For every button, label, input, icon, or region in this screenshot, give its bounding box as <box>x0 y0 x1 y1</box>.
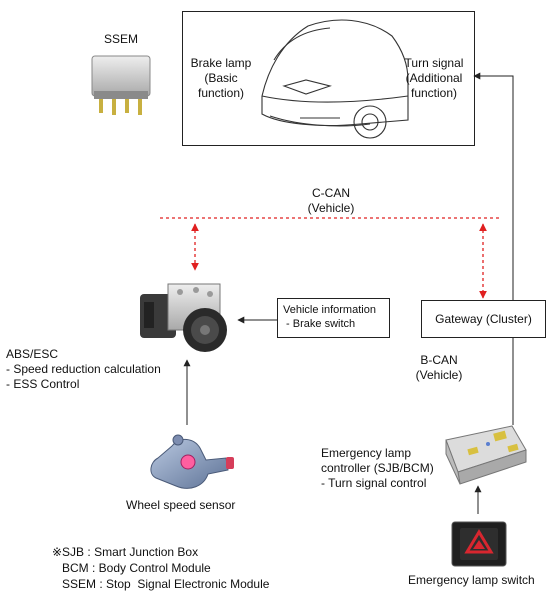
emergency-switch-label: Emergency lamp switch <box>408 573 535 587</box>
wheel-sensor-label: Wheel speed sensor <box>126 498 236 512</box>
car-rear-icon <box>261 19 409 139</box>
emergency-controller-icon <box>445 425 527 485</box>
turn-signal-label: Turn signal (Additional function) <box>404 56 464 100</box>
gateway-box <box>421 300 546 338</box>
abs-esc-module-icon <box>140 283 227 352</box>
note-ssem: SSEM : Stop Signal Electronic Module <box>52 577 270 591</box>
emergency-controller-label: Emergency lamp controller (SJB/BCM) - Tu… <box>321 446 434 490</box>
wheel-speed-sensor-icon <box>150 434 234 489</box>
emergency-switch-icon <box>451 521 507 567</box>
gateway-label: Gateway (Cluster) <box>435 312 532 326</box>
car-illustration-box <box>182 11 475 146</box>
note-sjb: ※SJB : Smart Junction Box <box>52 545 199 559</box>
gateway-to-car-line <box>473 72 514 300</box>
vehicle-info-label: Vehicle information - Brake switch <box>283 304 376 330</box>
ssem-label: SSEM <box>104 32 139 46</box>
c-can-label: C-CAN (Vehicle) <box>307 186 355 215</box>
b-can-label: B-CAN (Vehicle) <box>415 353 463 382</box>
vehicle-info-box <box>277 298 390 338</box>
brake-lamp-label: Brake lamp (Basic function) <box>190 56 252 100</box>
abs-esc-label: ABS/ESC - Speed reduction calculation - … <box>6 347 161 391</box>
note-bcm: BCM : Body Control Module <box>52 561 211 575</box>
ssem-relay-icon <box>91 55 151 115</box>
c-can-bus <box>160 217 500 299</box>
